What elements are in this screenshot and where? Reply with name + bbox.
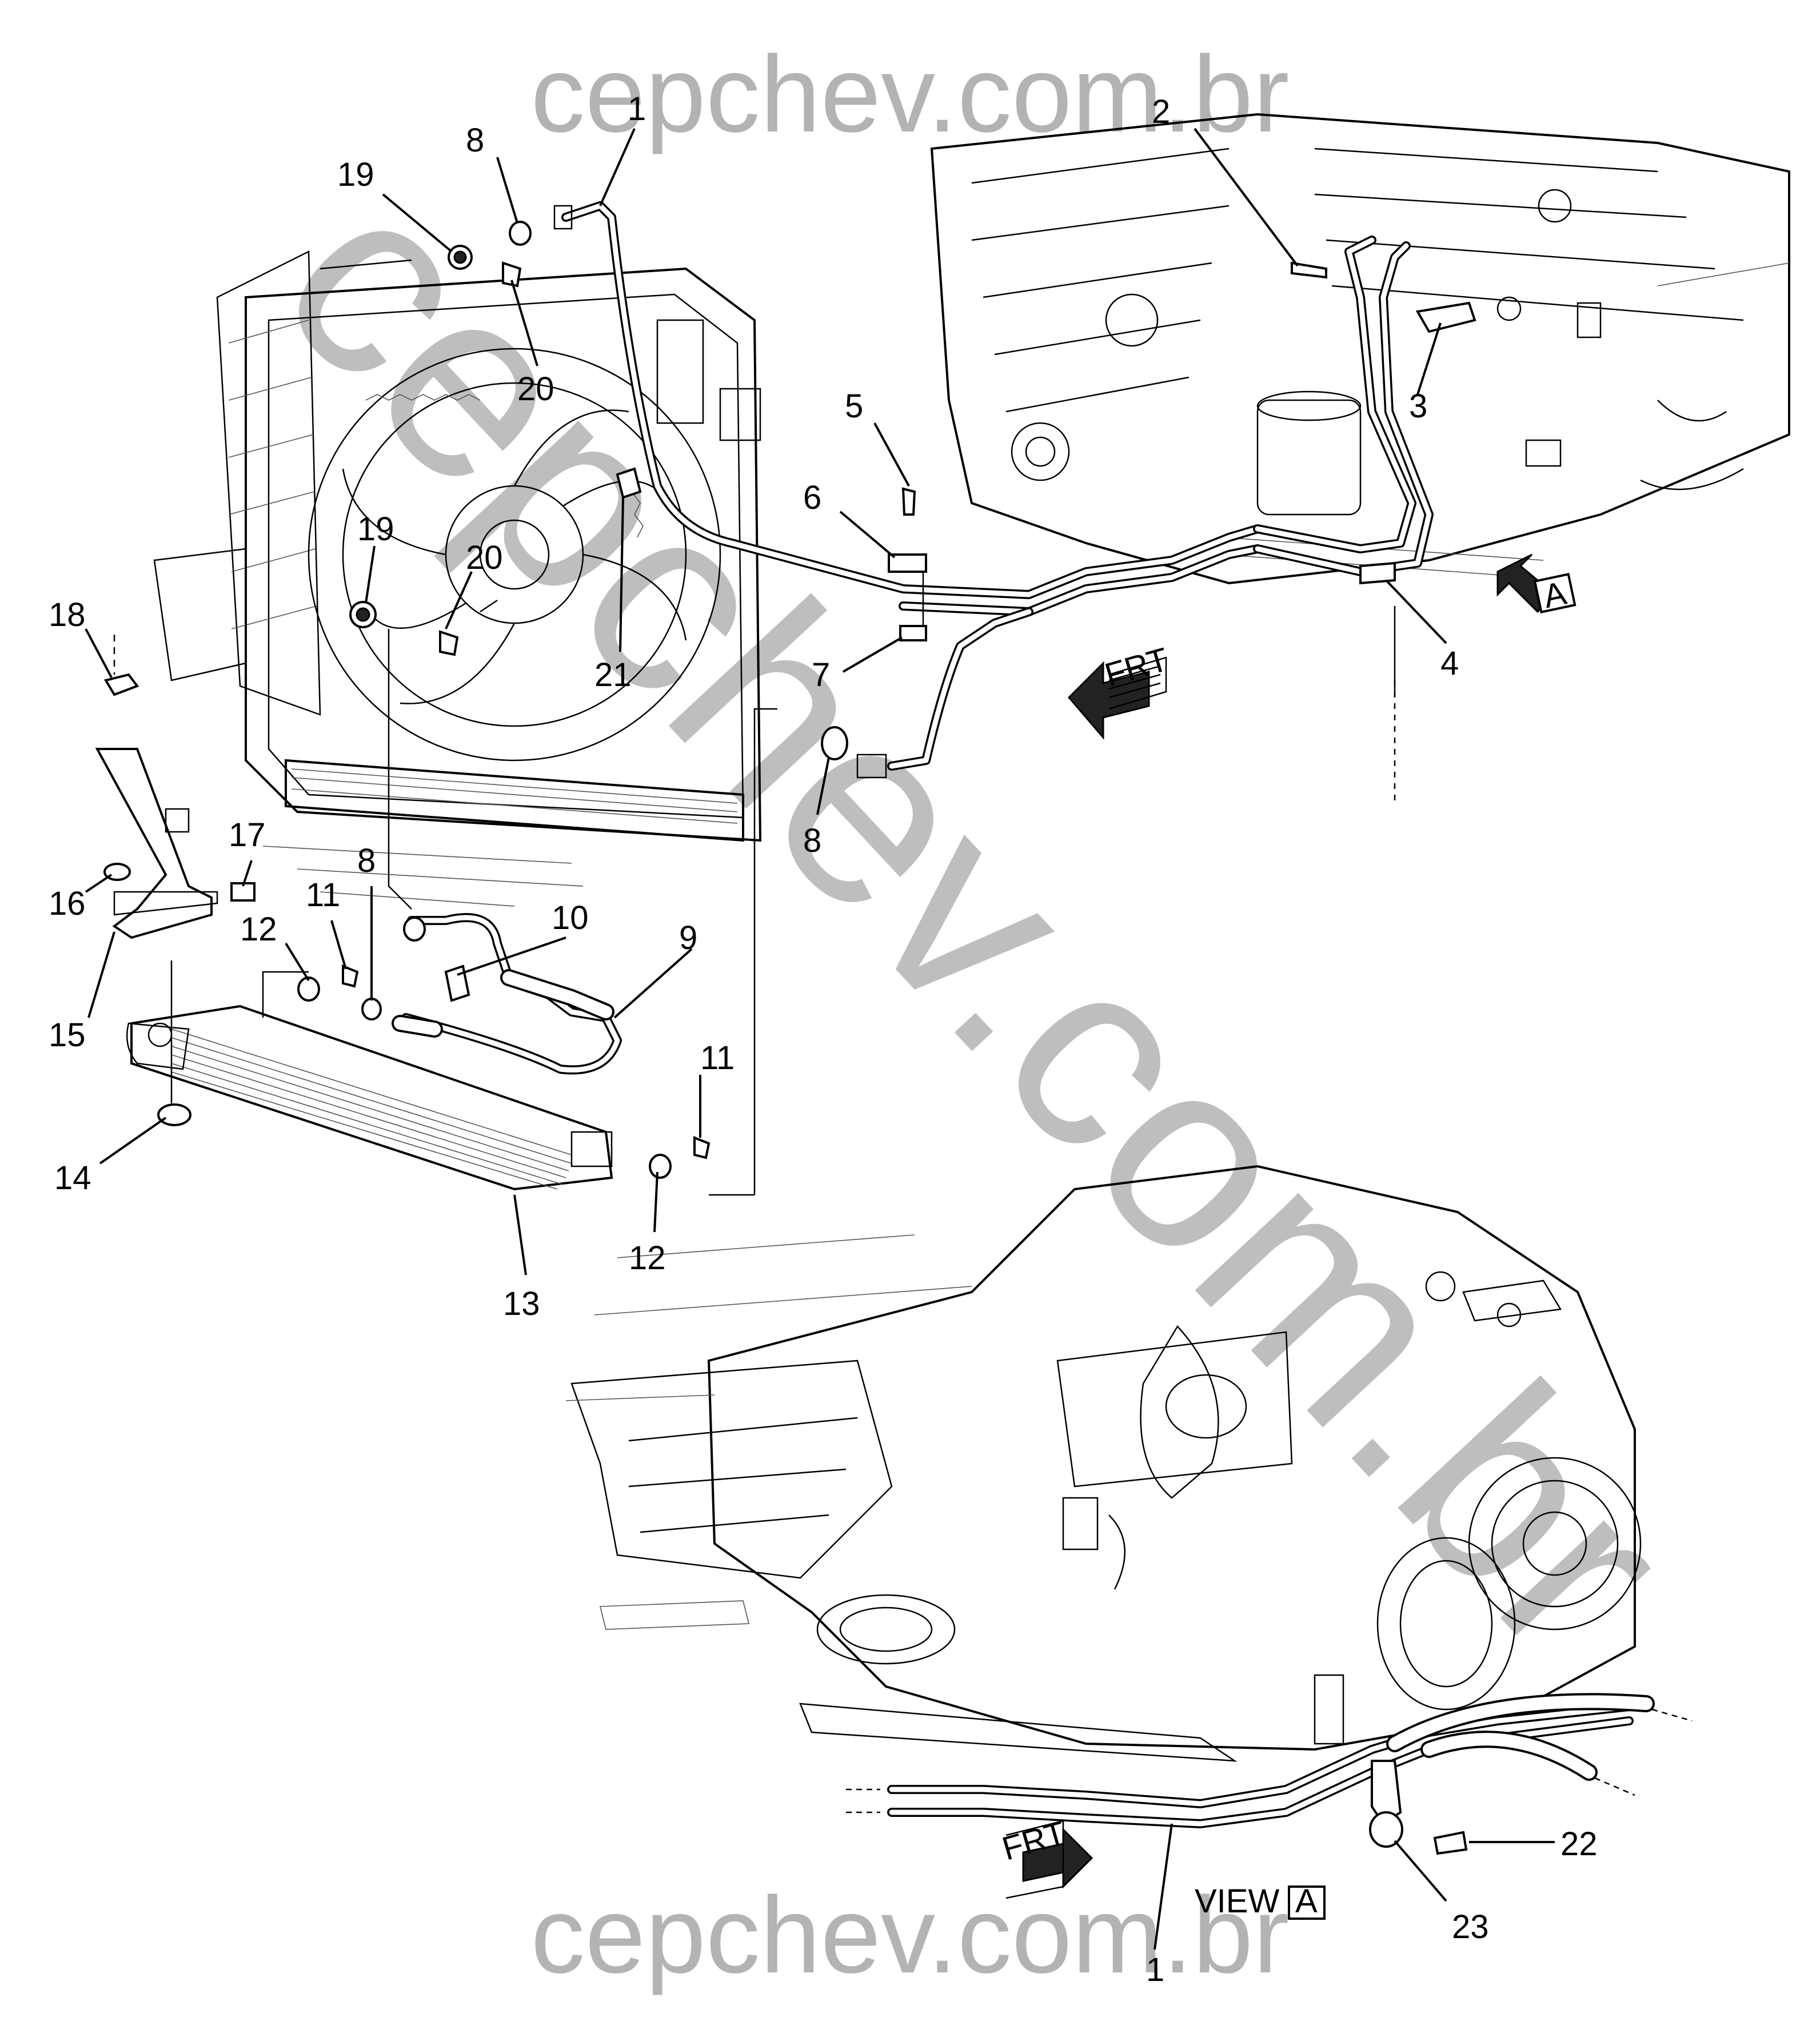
callout-2: 2 [1152,93,1170,130]
frt-arrow-top: FRT [1067,641,1172,740]
engine-upper [930,113,1790,585]
callout-12-left: 12 [240,911,277,948]
bolt-2 [1291,261,1327,279]
seal-8-mid [403,916,426,942]
callout-21: 21 [594,656,632,693]
cooler-hoses [392,913,622,1075]
callout-1-bottom: 1 [1146,1951,1164,1988]
bolt-22 [1433,1831,1468,1855]
clamp-6 [888,553,927,573]
callout-6: 6 [803,479,821,516]
callout-7: 7 [812,656,830,693]
hardware [297,221,1476,1179]
clip-11-left [342,964,359,988]
callout-11-right: 11 [700,1039,735,1077]
frt-label-top: FRT [1101,641,1172,694]
callout-16: 16 [49,885,86,922]
clip-11-right [693,1136,711,1159]
view-letter: A [1295,1883,1318,1920]
callout-15: 15 [49,1016,86,1054]
callout-8-top: 8 [466,122,484,159]
view-a-pipes [846,1674,1693,1855]
callout-17: 17 [229,816,266,854]
cooler-bracket [95,673,256,939]
callout-8-mid: 8 [357,842,376,879]
engine-lower-view-a [565,1165,1642,1762]
seal-8-top [509,221,532,246]
bracket-clip-18 [103,673,139,696]
callout-numbers: 1 2 3 4 5 6 7 8 8 8 9 10 11 11 12 12 13 … [49,90,1598,1988]
seal-8-cooler [361,998,382,1021]
seal-12-right [649,1154,672,1179]
clip-4 [1359,561,1396,585]
watermark-top: cepchev.com.br [530,34,1289,155]
bracket-3 [1415,301,1476,333]
watermark-bottom: cepchev.com.br [530,1875,1289,1996]
leader-lines [85,127,1555,1950]
seal-8-right [821,726,848,760]
cooler-grommet [157,1103,191,1126]
callout-12-right: 12 [629,1239,666,1277]
view-a-title: VIEW A [1195,1883,1326,1920]
callout-13: 13 [503,1285,540,1322]
callout-20-top: 20 [517,370,554,408]
connector-21 [616,467,642,499]
bolt-5 [901,487,916,516]
view-label: VIEW [1195,1883,1279,1920]
callout-18: 18 [49,596,86,633]
clip-20-mid [439,630,459,656]
callout-22: 22 [1560,1825,1598,1863]
callout-3: 3 [1409,388,1427,425]
callout-1-top: 1 [628,90,646,127]
callout-14: 14 [54,1159,91,1197]
clip-10 [444,964,470,1002]
clip-7 [899,625,927,641]
callout-19-mid: 19 [357,511,394,548]
clip-20-top [502,261,522,288]
callout-5: 5 [845,388,863,425]
callout-10: 10 [552,899,589,936]
callout-11-left: 11 [306,876,340,914]
callout-19-top: 19 [337,156,374,193]
guide-lines [113,259,1396,1196]
seal-12-left [297,976,320,1002]
radiator-fan-shroud [153,250,762,907]
view-a-arrow: A [1496,553,1576,615]
trans-fluid-cooler [126,1004,613,1191]
callout-9: 9 [679,919,697,956]
callout-23: 23 [1452,1908,1489,1946]
callout-20-mid: 20 [466,539,503,576]
callout-4: 4 [1440,645,1459,682]
callout-8-right: 8 [803,822,821,859]
